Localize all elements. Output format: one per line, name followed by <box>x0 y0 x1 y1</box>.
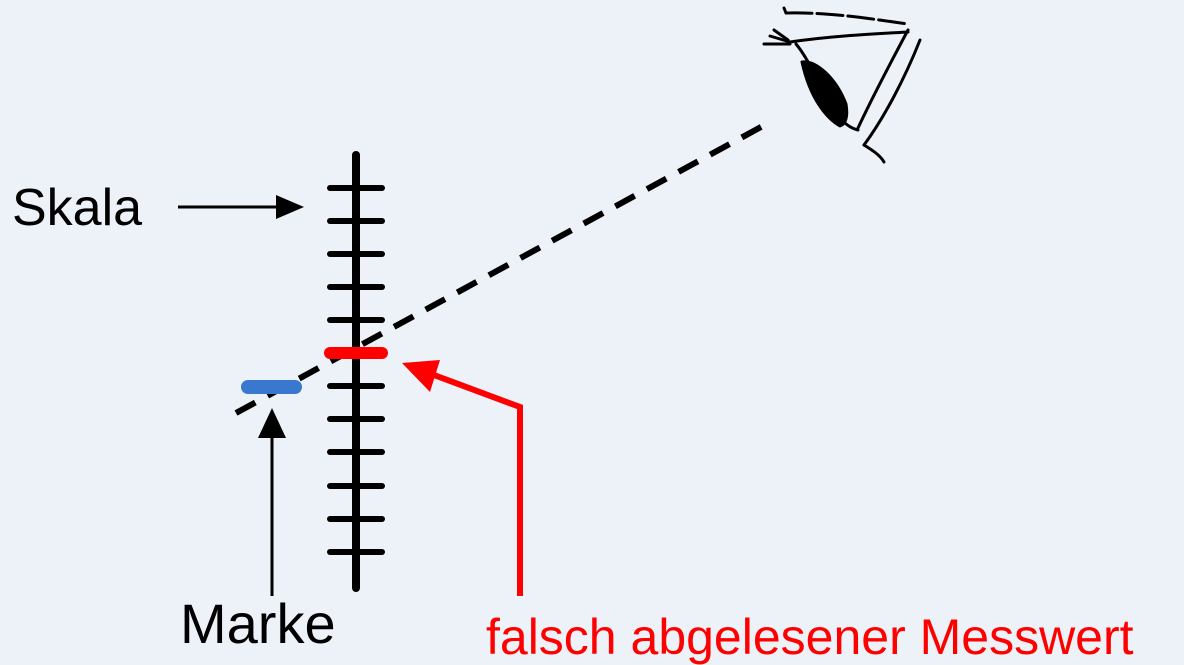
scale-ticks <box>327 185 385 555</box>
mark-label: Marke <box>180 592 336 655</box>
scale-label: Skala <box>12 179 143 237</box>
wrong-reading-label: falsch abgelesener Messwert <box>486 609 1134 665</box>
scale-arrow <box>178 195 304 219</box>
wrong-reading-arrow <box>402 360 523 596</box>
scale <box>327 151 385 592</box>
line-of-sight <box>234 118 774 416</box>
mark-arrow <box>258 408 286 596</box>
eye-icon <box>762 6 922 164</box>
